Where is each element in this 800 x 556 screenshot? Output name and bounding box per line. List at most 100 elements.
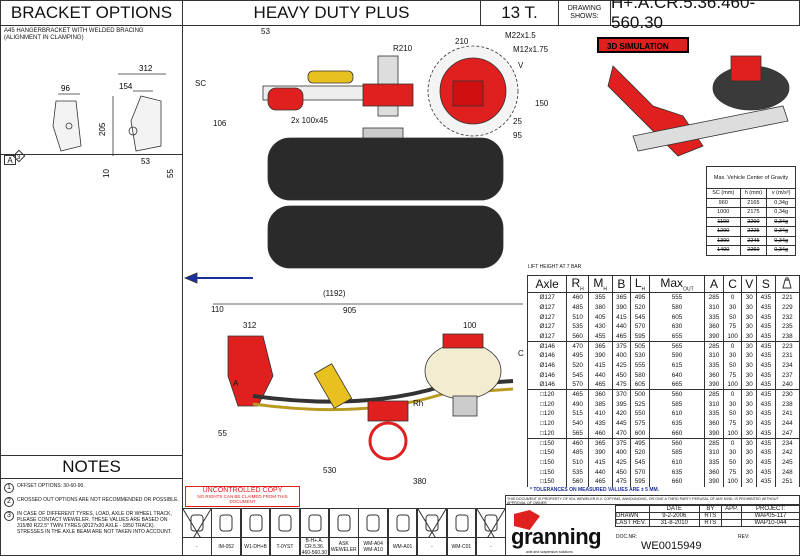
tire-lower bbox=[267, 205, 504, 269]
table-cell: 545 bbox=[630, 457, 650, 468]
table-cell: 435 bbox=[756, 292, 776, 303]
svg-text:905: 905 bbox=[343, 306, 357, 315]
drawing-code: H+.A.CR.5.36.460-560.30 bbox=[610, 0, 800, 32]
table-cell: 595 bbox=[630, 476, 650, 487]
top-bracket bbox=[267, 87, 304, 111]
option-icon-cell: WM-A01 bbox=[387, 508, 418, 556]
table-cell: 450 bbox=[611, 467, 632, 477]
option-icon bbox=[455, 514, 469, 532]
table-cell: 565 bbox=[566, 428, 589, 439]
table-cell: 285 bbox=[704, 437, 724, 448]
table-cell: 385 bbox=[587, 399, 613, 410]
table-cell: 30 bbox=[722, 302, 743, 313]
table-cell: 435 bbox=[756, 360, 776, 371]
table-cell: 530 bbox=[630, 351, 650, 361]
table-cell: 585 bbox=[648, 399, 706, 410]
table-cell: 380 bbox=[587, 302, 613, 313]
table-cell: 435 bbox=[756, 409, 776, 419]
table-cell: 500 bbox=[630, 389, 650, 400]
table-cell: Ø146 bbox=[526, 360, 568, 371]
gravity-title: Max. Vehicle Center of Gravity bbox=[706, 166, 796, 189]
table-cell: Ø146 bbox=[526, 340, 568, 352]
table-cell: 465 bbox=[587, 476, 613, 487]
column-header: MaxOUT bbox=[648, 274, 706, 294]
table-cell: 410 bbox=[587, 409, 613, 419]
table-cell: 242 bbox=[774, 447, 800, 458]
table-cell: 555 bbox=[630, 360, 650, 371]
table-cell: 425 bbox=[611, 457, 632, 468]
table-cell: 50 bbox=[722, 360, 743, 371]
table-cell: 550 bbox=[630, 409, 650, 419]
table-cell: 545 bbox=[630, 312, 650, 322]
table-cell: 75 bbox=[722, 418, 743, 429]
table-cell: 475 bbox=[611, 476, 632, 487]
table-cell: 435 bbox=[756, 331, 776, 342]
table-cell: 635 bbox=[648, 467, 706, 477]
option-icon-cell: ASK WEWELER bbox=[329, 508, 359, 556]
table-cell: 245 bbox=[774, 457, 800, 468]
table-cell: 400 bbox=[611, 447, 632, 458]
svg-text:C: C bbox=[518, 349, 524, 358]
table-cell: 450 bbox=[611, 370, 632, 381]
table-cell: 435 bbox=[756, 399, 776, 410]
table-cell: 415 bbox=[587, 457, 613, 468]
table-cell: 565 bbox=[648, 340, 706, 352]
table-cell: 360 bbox=[704, 370, 724, 381]
table-cell: 475 bbox=[611, 380, 632, 390]
table-cell: 248 bbox=[774, 467, 800, 477]
table-cell: 360 bbox=[704, 467, 724, 477]
gravity-table: Max. Vehicle Center of Gravity SC (mm)h … bbox=[706, 166, 796, 256]
table-cell: 465 bbox=[587, 380, 613, 390]
svg-text:100: 100 bbox=[463, 321, 477, 330]
table-cell: 100 bbox=[722, 476, 743, 487]
table-cell: 470 bbox=[566, 340, 589, 352]
table-cell: 50 bbox=[722, 409, 743, 419]
table-cell: 515 bbox=[566, 409, 589, 419]
svg-text:Rh: Rh bbox=[413, 399, 423, 408]
table-cell: 495 bbox=[630, 437, 650, 448]
table-cell: 30 bbox=[741, 409, 758, 419]
svg-text:LIFT HEIGHT AT 7 BAR: LIFT HEIGHT AT 7 BAR bbox=[528, 264, 582, 270]
bracket-panel: A45 HANGERBRACKET WITH WELDED BRACING (A… bbox=[0, 25, 183, 456]
table-cell: 234 bbox=[774, 437, 800, 448]
table-cell: □120 bbox=[526, 389, 568, 400]
svg-text:380: 380 bbox=[413, 477, 427, 486]
svg-text:312: 312 bbox=[243, 321, 257, 330]
option-icon bbox=[366, 514, 380, 532]
dim-312: 312 bbox=[139, 64, 153, 73]
table-cell: 30 bbox=[741, 302, 758, 313]
table-cell: 0 bbox=[722, 340, 743, 352]
table-cell: 570 bbox=[630, 321, 650, 332]
table-cell: 560 bbox=[566, 476, 589, 487]
table-cell: 560 bbox=[648, 389, 706, 400]
table-cell: 30 bbox=[741, 418, 758, 429]
table-cell: 535 bbox=[566, 467, 589, 477]
table-cell: Ø146 bbox=[526, 370, 568, 381]
table-cell: 425 bbox=[611, 360, 632, 371]
svg-text:205: 205 bbox=[98, 122, 107, 136]
svg-text:154: 154 bbox=[119, 82, 133, 91]
table-cell: 310 bbox=[704, 302, 724, 313]
option-icon-cell: WM-C01 bbox=[446, 508, 477, 556]
table-cell: 605 bbox=[648, 312, 706, 322]
doc-number: WE0015949 bbox=[641, 540, 702, 552]
table-cell: 232 bbox=[774, 312, 800, 322]
table-cell: 335 bbox=[704, 360, 724, 371]
page-title: HEAVY DUTY PLUS bbox=[182, 0, 481, 26]
table-cell: 30 bbox=[722, 399, 743, 410]
table-cell: 30 bbox=[741, 467, 758, 477]
svg-text:55: 55 bbox=[166, 169, 175, 178]
table-cell: 221 bbox=[774, 292, 800, 303]
column-header: LH bbox=[630, 274, 650, 294]
table-cell: 0 bbox=[722, 389, 743, 400]
option-icon bbox=[278, 514, 292, 532]
option-icon bbox=[308, 514, 322, 532]
